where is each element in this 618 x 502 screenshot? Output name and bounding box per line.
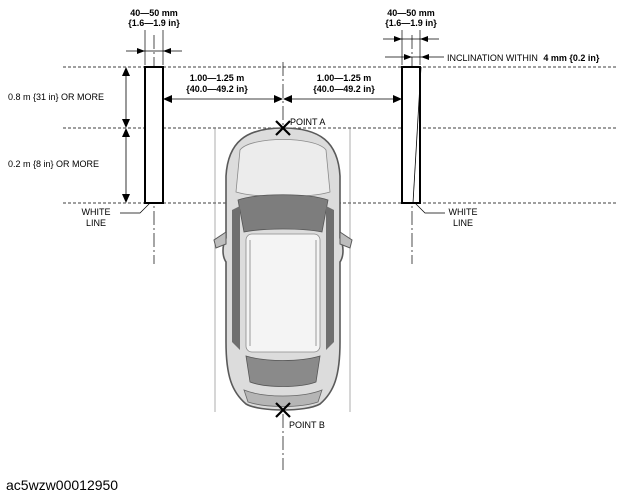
right-marker-rect (401, 66, 421, 204)
right-white-line-label-2: LINE (453, 218, 473, 228)
vehicle-windshield (237, 194, 329, 233)
left-distance-in-label: {40.0—49.2 in} (186, 84, 248, 94)
left-length-label: 0.8 m {31 in} OR MORE (8, 92, 104, 102)
left-gap-label: 0.2 m {8 in} OR MORE (8, 159, 99, 169)
right-side-mirror (339, 231, 353, 249)
vehicle-hood (235, 139, 331, 197)
left-distance-arrowhead-1 (163, 95, 172, 103)
left-marker-rect (144, 66, 164, 204)
vehicle-rear-window (245, 355, 321, 387)
point-b-label: POINT B (289, 420, 325, 430)
right-white-line-marker (383, 30, 445, 214)
left-gap-arrowhead-bottom (122, 194, 130, 203)
inclination-arrowhead-1 (404, 54, 412, 60)
right-width-mm-label: 40—50 mm (387, 8, 435, 18)
inclination-label: INCLINATION WITHIN 4 mm {0.2 in} (447, 53, 600, 63)
left-width-in-label: {1.6—1.9 in} (128, 18, 180, 28)
inclination-prefix: INCLINATION WITHIN (447, 53, 538, 63)
left-side-windows (232, 206, 240, 350)
left-width-arrowhead-1 (137, 48, 145, 54)
right-white-line-leader (414, 202, 445, 214)
labels: 40—50 mm {1.6—1.9 in} 40—50 mm {1.6—1.9 … (8, 8, 600, 430)
right-white-line-label-1: WHITE (449, 207, 478, 217)
point-a-marker (275, 120, 291, 136)
left-white-line-leader (120, 202, 151, 214)
right-distance-arrowhead-2 (393, 95, 402, 103)
left-distance-arrowhead-2 (274, 95, 283, 103)
inclination-value: 4 mm {0.2 in} (543, 53, 600, 63)
left-white-line-label-2: LINE (86, 218, 106, 228)
right-distance-arrowhead-1 (283, 95, 292, 103)
right-distance-m-label: 1.00—1.25 m (317, 73, 372, 83)
inclination-arrowhead-2 (421, 54, 429, 60)
figure-code: ac5wzw00012950 (6, 477, 119, 493)
left-white-line-label-1: WHITE (82, 207, 111, 217)
vehicle-roof (245, 233, 321, 353)
lane-lines (214, 128, 351, 412)
right-width-in-label: {1.6—1.9 in} (385, 18, 437, 28)
left-white-line-marker (120, 30, 182, 214)
right-width-arrowhead-1 (394, 36, 402, 42)
left-length-arrowhead-top (122, 67, 130, 76)
left-gap-arrowhead-top (122, 128, 130, 137)
vehicle-top-view (213, 127, 353, 411)
left-distance-m-label: 1.00—1.25 m (190, 73, 245, 83)
left-width-arrowhead-2 (163, 48, 171, 54)
point-b-marker (275, 402, 291, 418)
right-inclination-line (412, 66, 422, 204)
vehicle-rear (243, 389, 323, 407)
left-side-mirror (213, 231, 227, 249)
left-length-arrowhead-bottom (122, 119, 130, 128)
left-width-mm-label: 40—50 mm (130, 8, 178, 18)
right-distance-in-label: {40.0—49.2 in} (313, 84, 375, 94)
right-side-windows (326, 206, 334, 350)
right-width-arrowhead-2 (420, 36, 428, 42)
point-a-label: POINT A (290, 117, 325, 127)
distance-arrows (163, 95, 402, 103)
